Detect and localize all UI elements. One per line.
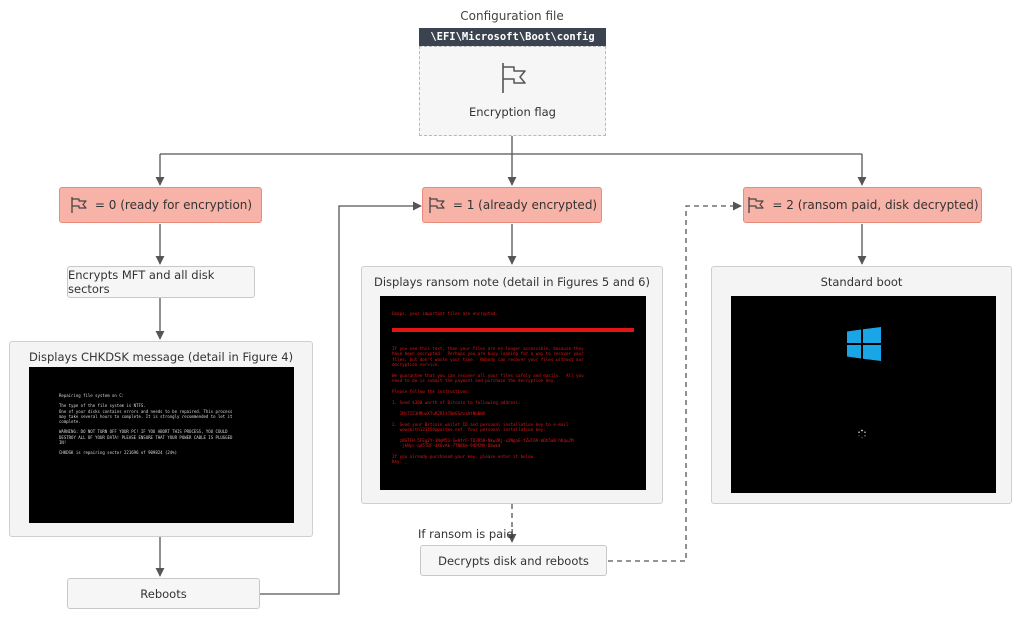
decrypts-to-flag2 xyxy=(608,201,742,562)
flag-icon xyxy=(429,197,445,213)
flag-state-1-label: = 1 (already encrypted) xyxy=(452,198,598,212)
chkdsk-line: complete. xyxy=(59,419,81,425)
reboots-to-flag1 xyxy=(260,201,422,595)
chkdsk-line: may take several hours to complete. It i… xyxy=(59,413,233,419)
flag-icon xyxy=(502,63,526,93)
chkdsk-panel: Displays CHKDSK message (detail in Figur… xyxy=(9,341,313,537)
ransom-note-panel-title: Displays ransom note (detail in Figures … xyxy=(374,275,650,289)
ransom-line: If you see this text, then your files ar… xyxy=(392,345,584,351)
ransom-note-panel: Displays ransom note (detail in Figures … xyxy=(361,266,663,504)
reboots-step: Reboots xyxy=(67,578,260,609)
ransom-line: files, but don't waste your time. Nobody… xyxy=(392,356,584,362)
flag-state-2: = 2 (ransom paid, disk decrypted) xyxy=(743,187,982,223)
ransom-line: -jkNyc-qd5TBF-4X6vAk-7TN86m-9dPCMh-Dbwkd xyxy=(392,443,501,449)
chkdsk-line: One of your disks contains errors and ne… xyxy=(59,408,233,414)
chkdsk-line: CHKDSK is repairing sector 221696 of 909… xyxy=(59,450,178,456)
ransom-line: If you already purchased your key, pleas… xyxy=(392,453,536,459)
standard-boot-panel: Standard boot xyxy=(711,266,1012,504)
config-file-box: Encryption flag xyxy=(419,46,606,136)
config-file-title: Configuration file xyxy=(460,9,564,23)
windows-logo-icon xyxy=(847,327,881,361)
chkdsk-screen: Repairing file system on C: The type of … xyxy=(29,367,294,523)
standard-boot-panel-title: Standard boot xyxy=(820,275,903,289)
ransom-line: 2. Send your Bitcoin wallet ID and perso… xyxy=(392,421,569,427)
chkdsk-line: DESTROY ALL OF YOUR DATA! PLEASE ENSURE … xyxy=(59,434,233,440)
flag-icon xyxy=(748,197,765,213)
ransom-headline: Ooops, your important files are encrypte… xyxy=(392,310,498,316)
ransom-line: Key: _ xyxy=(392,459,408,465)
ransom-line: Please follow the instructions: xyxy=(392,389,471,395)
loading-spinner-icon xyxy=(858,429,866,439)
chkdsk-line: Repairing file system on C: xyxy=(59,393,125,398)
decrypts-step: Decrypts disk and reboots xyxy=(420,545,607,576)
chkdsk-panel-title: Displays CHKDSK message (detail in Figur… xyxy=(28,350,294,364)
encrypts-mft-step: Encrypts MFT and all disk sectors xyxy=(67,266,255,298)
boot-screen xyxy=(731,296,996,493)
ransom-body: If you see this text, then your files ar… xyxy=(392,346,634,465)
ransom-line: 1Mz7153HMuxXTuR2R1t78mGSdzaAtNbBWX xyxy=(392,410,486,416)
ransom-line: need to do is submit the payment and pur… xyxy=(392,378,556,384)
if-ransom-paid-label: If ransom is paid xyxy=(418,527,514,541)
chkdsk-line: The type of the file system is NTFS. xyxy=(59,403,146,409)
ransom-note-screen: Ooops, your important files are encrypte… xyxy=(380,296,646,490)
flag-state-0: = 0 (ready for encryption) xyxy=(59,187,262,223)
encryption-flag-label: Encryption flag xyxy=(469,105,556,119)
flag-icon xyxy=(71,197,87,213)
ransom-line: have been encrypted. Perhaps you are bus… xyxy=(392,351,584,357)
ransom-line: 1. Send $300 worth of Bitcoin to followi… xyxy=(392,399,521,405)
config-path-bar: \EFI\Microsoft\Boot\config xyxy=(419,28,606,46)
chkdsk-line: WARNING: DO NOT TURN OFF YOUR PC! IF YOU… xyxy=(59,429,228,435)
ransom-line: zBGTFH-5FEgZY-3NqM53-Sw8frF-TD3R58-Nkw3R… xyxy=(392,437,574,443)
ransom-red-bar xyxy=(392,328,634,333)
ransom-line: We guarantee that you can recover all yo… xyxy=(392,372,584,378)
flag-state-1: = 1 (already encrypted) xyxy=(422,187,602,223)
flag-state-0-label: = 0 (ready for encryption) xyxy=(94,198,253,212)
ransom-line: wowsmith123456@posteo.net. Your personal… xyxy=(392,426,546,432)
ransom-line: decryption service. xyxy=(392,362,440,368)
chkdsk-line: IN! xyxy=(59,439,67,445)
flag-state-2-label: = 2 (ransom paid, disk decrypted) xyxy=(772,198,979,212)
